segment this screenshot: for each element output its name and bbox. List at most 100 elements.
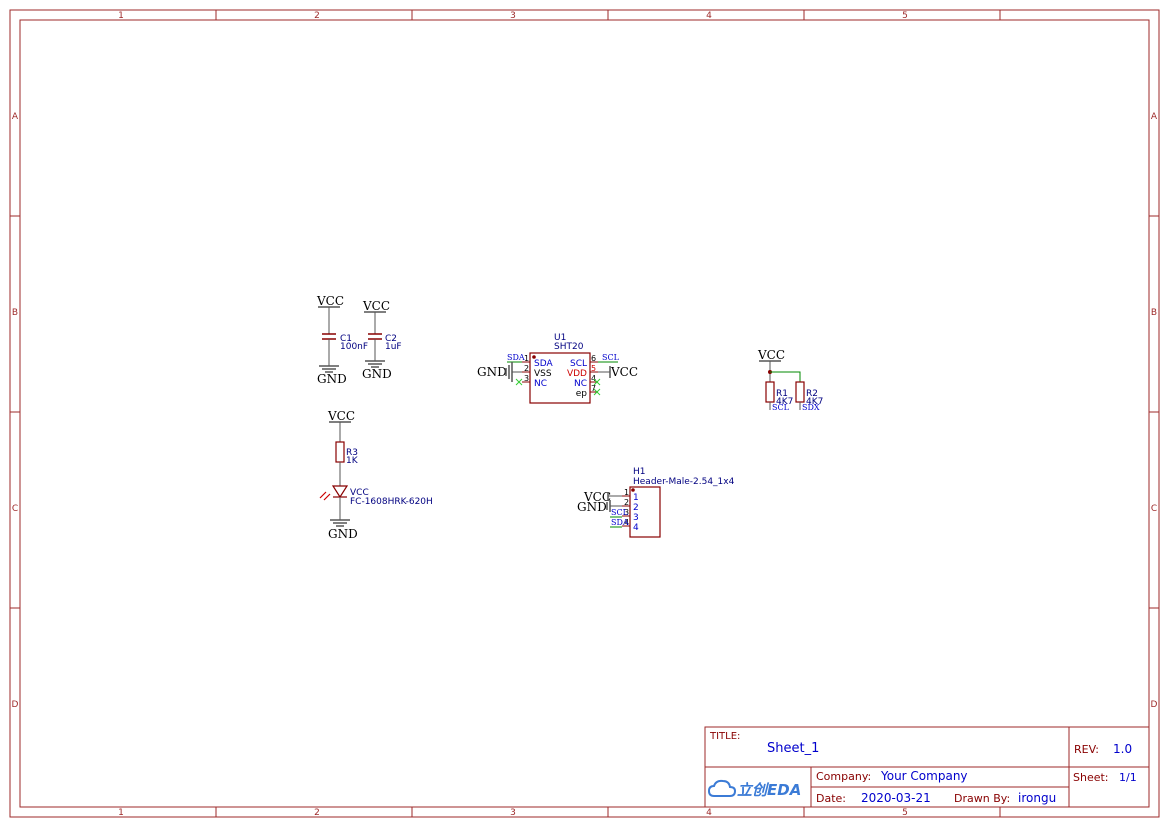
title-value: Sheet_1 (767, 741, 819, 756)
h1-pin-number: 3 (624, 508, 629, 517)
led-diode-icon (331, 485, 349, 499)
capacitor-c2[interactable]: VCC GND C2 1uF (362, 299, 402, 381)
header-h1[interactable]: H1 Header-Male-2.54_1x4 1 2 3 4 1 2 3 4 … (577, 467, 735, 538)
r1-value: 4K7 (776, 397, 793, 407)
h1-pin-number: 2 (624, 498, 629, 507)
h1-gnd-label: GND (577, 500, 607, 514)
pullup-resistors[interactable]: VCC R1 4K7 SCL R2 4K7 SDX (757, 348, 823, 412)
u1-pin-label-sda: SDA (534, 359, 553, 369)
pullup-vcc-label: VCC (757, 348, 785, 362)
date-label: Date: (816, 792, 846, 805)
column-label-top: 5 (902, 11, 908, 21)
title-label: TITLE: (709, 731, 740, 742)
u1-ref: U1 (554, 333, 566, 343)
row-label-right: C (1151, 504, 1157, 514)
column-label-bottom: 2 (314, 808, 320, 818)
drawn-by-value: irongu (1018, 791, 1056, 805)
u1-pin-number: 6 (591, 354, 596, 363)
company-label: Company: (816, 770, 871, 783)
c2-gnd-label: GND (362, 367, 392, 381)
u1-net-scl: SCL (602, 353, 620, 362)
u1-pin-number: 1 (524, 354, 529, 363)
u1-vcc-label: VCC (610, 365, 638, 379)
column-label-top: 3 (510, 11, 516, 21)
c2-vcc-label: VCC (362, 299, 390, 313)
row-label-right: D (1151, 700, 1158, 710)
column-label-bottom: 4 (706, 808, 712, 818)
row-label-left: C (12, 504, 18, 514)
h1-ref: H1 (633, 467, 646, 477)
h1-net-scl: SCL (611, 508, 629, 517)
c2-ref: C2 (385, 334, 397, 344)
c1-ref: C1 (340, 334, 352, 344)
frame-row-labels: A B C D A B C D (12, 112, 1158, 710)
u1-pin-number: 2 (524, 364, 529, 373)
c1-gnd-label: GND (317, 372, 347, 386)
row-label-left: A (12, 112, 19, 122)
u1-pin-number: 5 (591, 364, 596, 373)
u1-pin-number: 3 (524, 374, 529, 383)
column-label-top: 2 (314, 11, 320, 21)
ground-symbol-icon (505, 362, 513, 382)
u1-pin-label-nc2: NC (574, 379, 587, 389)
sheet-label: Sheet: (1073, 771, 1109, 784)
ground-symbol-icon (319, 365, 339, 373)
led-d1[interactable]: GND VCC FC-1608HRK-620H (319, 485, 433, 541)
h1-value: Header-Male-2.54_1x4 (633, 477, 735, 487)
led-value: FC-1608HRK-620H (350, 497, 433, 507)
sheet-value: 1/1 (1119, 771, 1137, 784)
u1-pin-label-ep: ep (576, 389, 588, 399)
title-block: TITLE: Sheet_1 REV: 1.0 Company: Your Co… (704, 726, 1150, 808)
u1-pin-label-scl: SCL (570, 359, 587, 369)
h1-pin-label: 3 (633, 513, 639, 523)
cloud-icon (707, 779, 737, 797)
led-gnd-label: GND (328, 527, 358, 541)
drawn-by-label: Drawn By: (954, 792, 1010, 805)
r3-value: 1K (346, 456, 359, 466)
r2-ref: R2 (806, 389, 818, 399)
ground-symbol-icon (330, 519, 350, 527)
r2-net: SDX (802, 403, 820, 412)
light-emission-icon (319, 491, 331, 501)
h1-vcc-label: VCC (583, 490, 611, 504)
u1-pin-label-vdd: VDD (567, 369, 587, 379)
column-label-bottom: 1 (118, 808, 124, 818)
frame-column-labels: 1 2 3 4 5 1 2 3 4 5 (118, 11, 908, 818)
u1-pin-number: 7 (591, 384, 596, 393)
resistor-r3[interactable]: VCC R3 1K (327, 409, 359, 486)
u1-value: SHT20 (554, 342, 584, 352)
ic-u1-sht20[interactable]: U1 SHT20 SDA VSS NC SCL VDD NC ep 1 2 3 … (477, 333, 638, 404)
u1-pin-label-vss: VSS (534, 369, 552, 379)
h1-pin-label: 1 (633, 493, 639, 503)
rev-label: REV: (1074, 743, 1099, 756)
h1-pin-label: 2 (633, 503, 639, 513)
column-label-top: 1 (118, 11, 124, 21)
row-label-left: B (12, 308, 18, 318)
r1-ref: R1 (776, 389, 788, 399)
no-connect-icon (515, 378, 601, 396)
c2-value: 1uF (385, 342, 402, 352)
logo-text: 立创EDA (737, 781, 801, 799)
column-label-top: 4 (706, 11, 712, 21)
column-label-bottom: 5 (902, 808, 908, 818)
r3-ref: R3 (346, 448, 358, 458)
row-label-right: B (1151, 308, 1157, 318)
row-label-right: A (1151, 112, 1158, 122)
drawing-frame (9, 9, 1160, 818)
row-label-left: D (12, 700, 19, 710)
h1-pin-number: 1 (624, 488, 629, 497)
date-value: 2020-03-21 (861, 791, 931, 805)
column-label-bottom: 3 (510, 808, 516, 818)
u1-gnd-label: GND (477, 365, 507, 379)
h1-pin-number: 4 (624, 518, 629, 527)
capacitor-c1[interactable]: VCC GND C1 100nF (316, 294, 368, 386)
lceda-logo: 立创EDA (707, 779, 801, 799)
u1-net-sda: SDA (507, 353, 525, 362)
led-ref: VCC (350, 488, 369, 498)
r3-vcc-label: VCC (327, 409, 355, 423)
c1-value: 100nF (340, 342, 368, 352)
r1-net: SCL (772, 403, 790, 412)
h1-net-sda: SDA (611, 518, 629, 527)
company-value: Your Company (880, 769, 968, 783)
